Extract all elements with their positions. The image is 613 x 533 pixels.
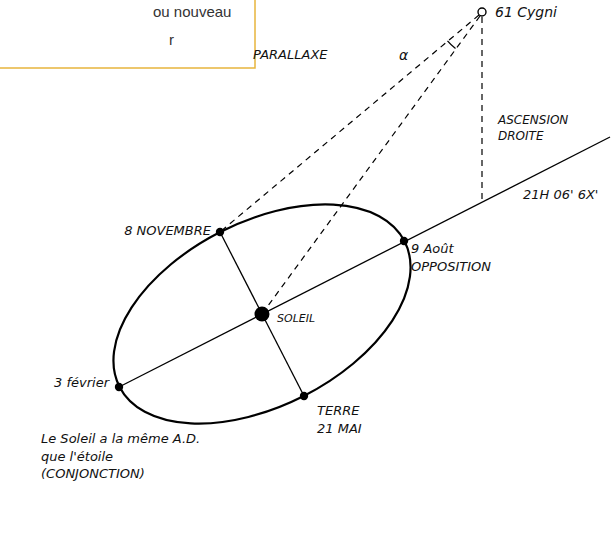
date-label: 8 NOVEMBRE xyxy=(123,222,212,240)
earth-orbit xyxy=(78,159,447,468)
cropped-note-box xyxy=(0,0,255,68)
sun-dot xyxy=(255,307,270,322)
date-label: 9 Août OPPOSITION xyxy=(410,240,512,275)
earth-position-dot xyxy=(216,228,224,236)
cropped-note-text: r xyxy=(168,30,175,50)
earth-position-dot xyxy=(115,383,123,391)
axis-line xyxy=(119,137,610,387)
star-symbol xyxy=(478,8,486,16)
cropped-note-text: ou nouveau xyxy=(152,2,232,22)
projection-line xyxy=(481,17,482,202)
sun-label: SOLEIL xyxy=(276,312,316,327)
angle-label: PARALLAXE xyxy=(252,46,329,64)
coordinate-value: 21H 06' 6X' xyxy=(522,186,599,204)
note-text: Le Soleil a la même A.D. que l'étoile (C… xyxy=(40,430,212,483)
earth-label: TERRE 21 MAI xyxy=(316,402,378,437)
star-name: 61 Cygni xyxy=(494,3,558,22)
coordinate-label: ASCENSION DROITE xyxy=(497,112,589,144)
earth-position-dot xyxy=(300,392,308,400)
parallax-arc xyxy=(448,41,456,49)
earth-position-dot xyxy=(400,237,408,245)
sight-line xyxy=(220,15,479,232)
angle-symbol: α xyxy=(398,46,409,65)
date-label: 3 février xyxy=(53,374,110,392)
